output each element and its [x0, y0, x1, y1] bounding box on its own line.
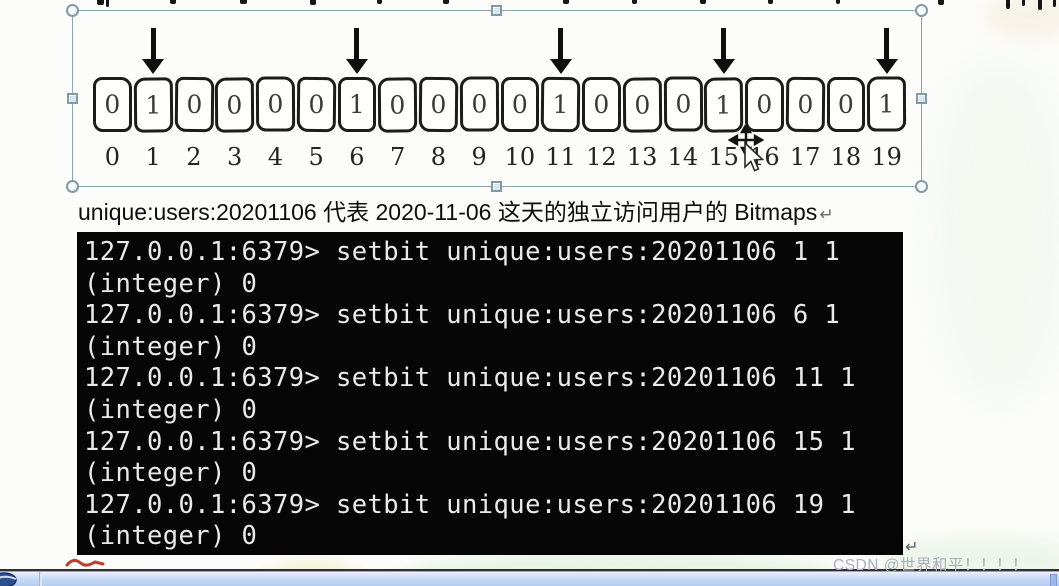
cropped-text-remnant [768, 0, 773, 4]
selection-handle-middle-left[interactable] [67, 92, 78, 104]
bit-index-label-2: 2 [186, 143, 202, 171]
cropped-text-remnant [170, 0, 176, 4]
selection-handle-top-middle[interactable] [491, 5, 502, 16]
csdn-watermark: CSDN @世界和平！！！！ [833, 557, 1028, 574]
bit-index-label-7: 7 [389, 143, 406, 171]
bit-index-label-0: 0 [104, 143, 121, 171]
terminal-result-line: (integer) 0 [84, 394, 258, 425]
red-annotation-mark [65, 558, 105, 567]
terminal-command-line: 127.0.0.1:6379> setbit unique:users:2020… [84, 426, 856, 457]
bit-index-label-10: 10 [504, 143, 536, 171]
down-arrow-icon [549, 28, 572, 77]
down-arrow-icon [712, 28, 735, 77]
cropped-text-remnant [97, 0, 104, 5]
cropped-text-remnant [563, 0, 569, 4]
terminal-command-line: 127.0.0.1:6379> setbit unique:users:2020… [84, 363, 856, 394]
cropped-text-remnant [1053, 0, 1056, 7]
bit-index-label-14: 14 [667, 143, 699, 171]
bit-cell-7: 0 [378, 77, 418, 133]
down-arrow-icon [875, 28, 898, 77]
bit-index-label-12: 12 [586, 143, 617, 171]
bit-index-label-18: 18 [830, 143, 862, 171]
cropped-text-remnant [377, 0, 382, 4]
selection-handle-top-right[interactable] [915, 4, 928, 17]
bit-index-label-5: 5 [308, 143, 324, 171]
terminal-result-line: (integer) 0 [84, 458, 258, 489]
terminal-result-line: (integer) 0 [84, 521, 258, 552]
selection-handle-bottom-right[interactable] [915, 180, 928, 193]
bit-cell-12: 0 [582, 77, 621, 132]
cropped-text-remnant [938, 0, 944, 5]
bit-cell-6: 1 [337, 77, 377, 132]
bit-index-label-19: 19 [871, 143, 902, 171]
bit-cell-1: 1 [133, 77, 173, 133]
caption-text: unique:users:20201106 代表 2020-11-06 这天的独… [78, 199, 818, 225]
terminal-result-line: (integer) 0 [84, 331, 258, 362]
cropped-text-remnant [443, 0, 449, 4]
cropped-text-remnant [1022, 0, 1025, 6]
bit-index-label-3: 3 [226, 143, 243, 171]
bit-cell-4: 0 [255, 76, 295, 132]
arrow-row [93, 28, 906, 77]
bit-cell-17: 0 [785, 76, 825, 133]
down-arrow-icon [345, 28, 368, 77]
bit-index-label-17: 17 [789, 143, 821, 171]
cropped-text-remnant [106, 0, 109, 7]
bottom-bar-divider [39, 572, 42, 586]
cropped-text-remnant [836, 0, 840, 4]
bit-cell-19: 1 [867, 76, 907, 132]
selection-box[interactable] [66, 4, 928, 193]
bit-cell-5: 0 [296, 76, 336, 133]
bit-index-label-9: 9 [471, 143, 487, 171]
bit-cell-2: 0 [174, 76, 214, 133]
bit-index-label-6: 6 [349, 143, 365, 171]
background-blob-green-right [930, 60, 1059, 400]
app-icon[interactable] [0, 572, 22, 586]
bit-cell-10: 0 [500, 77, 540, 132]
bit-cell-18: 0 [826, 77, 866, 132]
paragraph-return-mark: ↵ [819, 205, 834, 224]
bit-index-label-8: 8 [430, 143, 447, 171]
bit-cell-8: 0 [418, 76, 459, 133]
cropped-text-remnant [310, 0, 316, 5]
terminal-command-line: 127.0.0.1:6379> setbit unique:users:2020… [84, 489, 856, 520]
scrollbar-nub[interactable] [1050, 574, 1057, 586]
bit-cell-11: 1 [540, 76, 581, 133]
cropped-text-remnant [632, 0, 637, 4]
bit-index-label-4: 4 [267, 143, 284, 171]
down-arrow-icon [142, 28, 165, 77]
cropped-text-remnant [700, 0, 706, 4]
terminal-command-line: 127.0.0.1:6379> setbit unique:users:2020… [84, 237, 841, 267]
cropped-text-remnant [1038, 0, 1042, 10]
cropped-text-remnant [1006, 0, 1010, 9]
bit-index-label-1: 1 [145, 143, 161, 171]
bit-index-label-13: 13 [626, 143, 658, 171]
terminal-command-line: 127.0.0.1:6379> setbit unique:users:2020… [84, 300, 841, 331]
bit-cell-9: 0 [459, 76, 499, 132]
cropped-text-remnant [240, 0, 247, 4]
selection-handle-middle-right[interactable] [916, 92, 927, 104]
bit-cell-13: 0 [622, 77, 662, 133]
selection-handle-bottom-left[interactable] [66, 180, 79, 193]
mouse-move-cursor-icon [728, 125, 765, 172]
selection-handle-bottom-middle[interactable] [491, 181, 502, 192]
bit-index-label-11: 11 [545, 143, 576, 171]
bit-cell-14: 0 [663, 76, 703, 132]
caption-paragraph[interactable]: unique:users:20201106 代表 2020-11-06 这天的独… [78, 193, 834, 227]
bit-cell-16: 0 [745, 77, 784, 132]
terminal-result-line: (integer) 0 [84, 268, 258, 299]
bit-cell-0: 0 [93, 77, 132, 132]
bit-index-label-15: 15 [708, 143, 739, 171]
bit-cell-3: 0 [215, 77, 255, 133]
redis-terminal[interactable]: 127.0.0.1:6379> setbit unique:users:2020… [77, 232, 903, 555]
selection-handle-top-left[interactable] [66, 4, 79, 17]
background-blob-cream-top [985, 0, 1059, 40]
